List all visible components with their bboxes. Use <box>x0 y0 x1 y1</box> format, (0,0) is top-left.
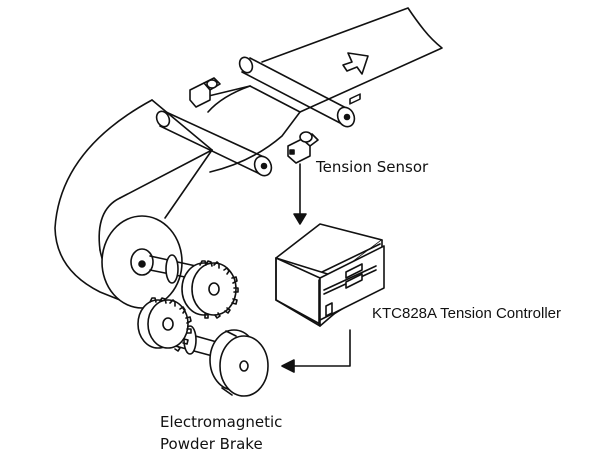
gear-lower <box>137 297 192 352</box>
controller-to-brake-arrow <box>281 329 351 373</box>
lower-roller <box>155 110 273 177</box>
gear-upper <box>181 260 239 319</box>
tension-controller-box <box>275 93 385 327</box>
web-direction-arrow <box>342 52 369 75</box>
sensor-block-left <box>189 77 221 108</box>
tension-controller-label: KTC828A Tension Controller <box>372 305 561 322</box>
sensor-to-controller-arrow <box>293 163 307 225</box>
powder-brake <box>209 329 269 397</box>
upper-roller <box>238 56 356 128</box>
powder-brake-label: Electromagnetic Powder Brake <box>160 411 282 455</box>
tension-sensor-label: Tension Sensor <box>316 158 429 176</box>
sensor-block-right <box>287 131 319 164</box>
brake-shaft-upper <box>149 254 197 284</box>
powder-brake-label-line2: Powder Brake <box>160 435 263 453</box>
powder-brake-label-line1: Electromagnetic <box>160 413 283 431</box>
unwind-roll <box>99 215 183 309</box>
